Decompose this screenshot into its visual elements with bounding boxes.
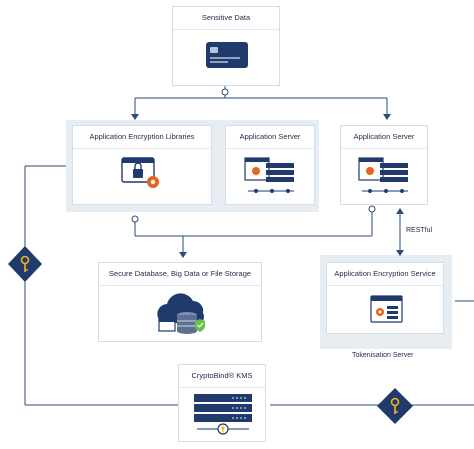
arrowhead xyxy=(131,114,139,120)
arrowhead xyxy=(179,252,187,258)
kms-title: CryptoBind® KMS xyxy=(191,371,253,380)
secure-database-title: Secure Database, Big Data or File Storag… xyxy=(108,269,252,278)
server-gear-icon xyxy=(244,157,294,193)
service-window-icon xyxy=(370,295,403,323)
arrowhead xyxy=(383,114,391,120)
connector-dot xyxy=(368,205,376,213)
key-diamond-right xyxy=(377,388,413,424)
tokenisation-server-label: Tokenisation Server xyxy=(352,352,414,359)
app-encryption-service-title: Application Encryption Service xyxy=(334,269,436,278)
restful-label: RESTful xyxy=(406,227,433,234)
arrowhead xyxy=(396,208,404,214)
app-encryption-service-card: Application Encryption Service xyxy=(326,262,444,334)
locked-window-icon xyxy=(121,157,159,188)
app-server-left-card: Application Server xyxy=(225,125,315,205)
sensitive-data-title: Sensitive Data xyxy=(201,13,251,22)
sensitive-data-card: Sensitive Data xyxy=(172,6,280,86)
app-encryption-libraries-title: Application Encryption Libraries xyxy=(89,132,195,141)
connector-dot xyxy=(131,215,139,223)
hsm-key-icon xyxy=(194,394,252,435)
app-encryption-libraries-card: Application Encryption Libraries xyxy=(72,125,212,205)
key-diamond-left xyxy=(8,246,42,282)
arrowhead xyxy=(396,250,404,256)
credit-card-icon xyxy=(206,42,248,68)
kms-card: CryptoBind® KMS xyxy=(178,364,266,442)
secure-database-card: Secure Database, Big Data or File Storag… xyxy=(98,262,262,342)
cloud-database-icon xyxy=(157,293,205,334)
connector-dot xyxy=(221,88,229,96)
server-gear-icon xyxy=(358,157,408,193)
app-server-right-card: Application Server xyxy=(340,125,428,205)
app-server-left-title: Application Server xyxy=(239,132,301,141)
app-server-right-title: Application Server xyxy=(353,132,415,141)
